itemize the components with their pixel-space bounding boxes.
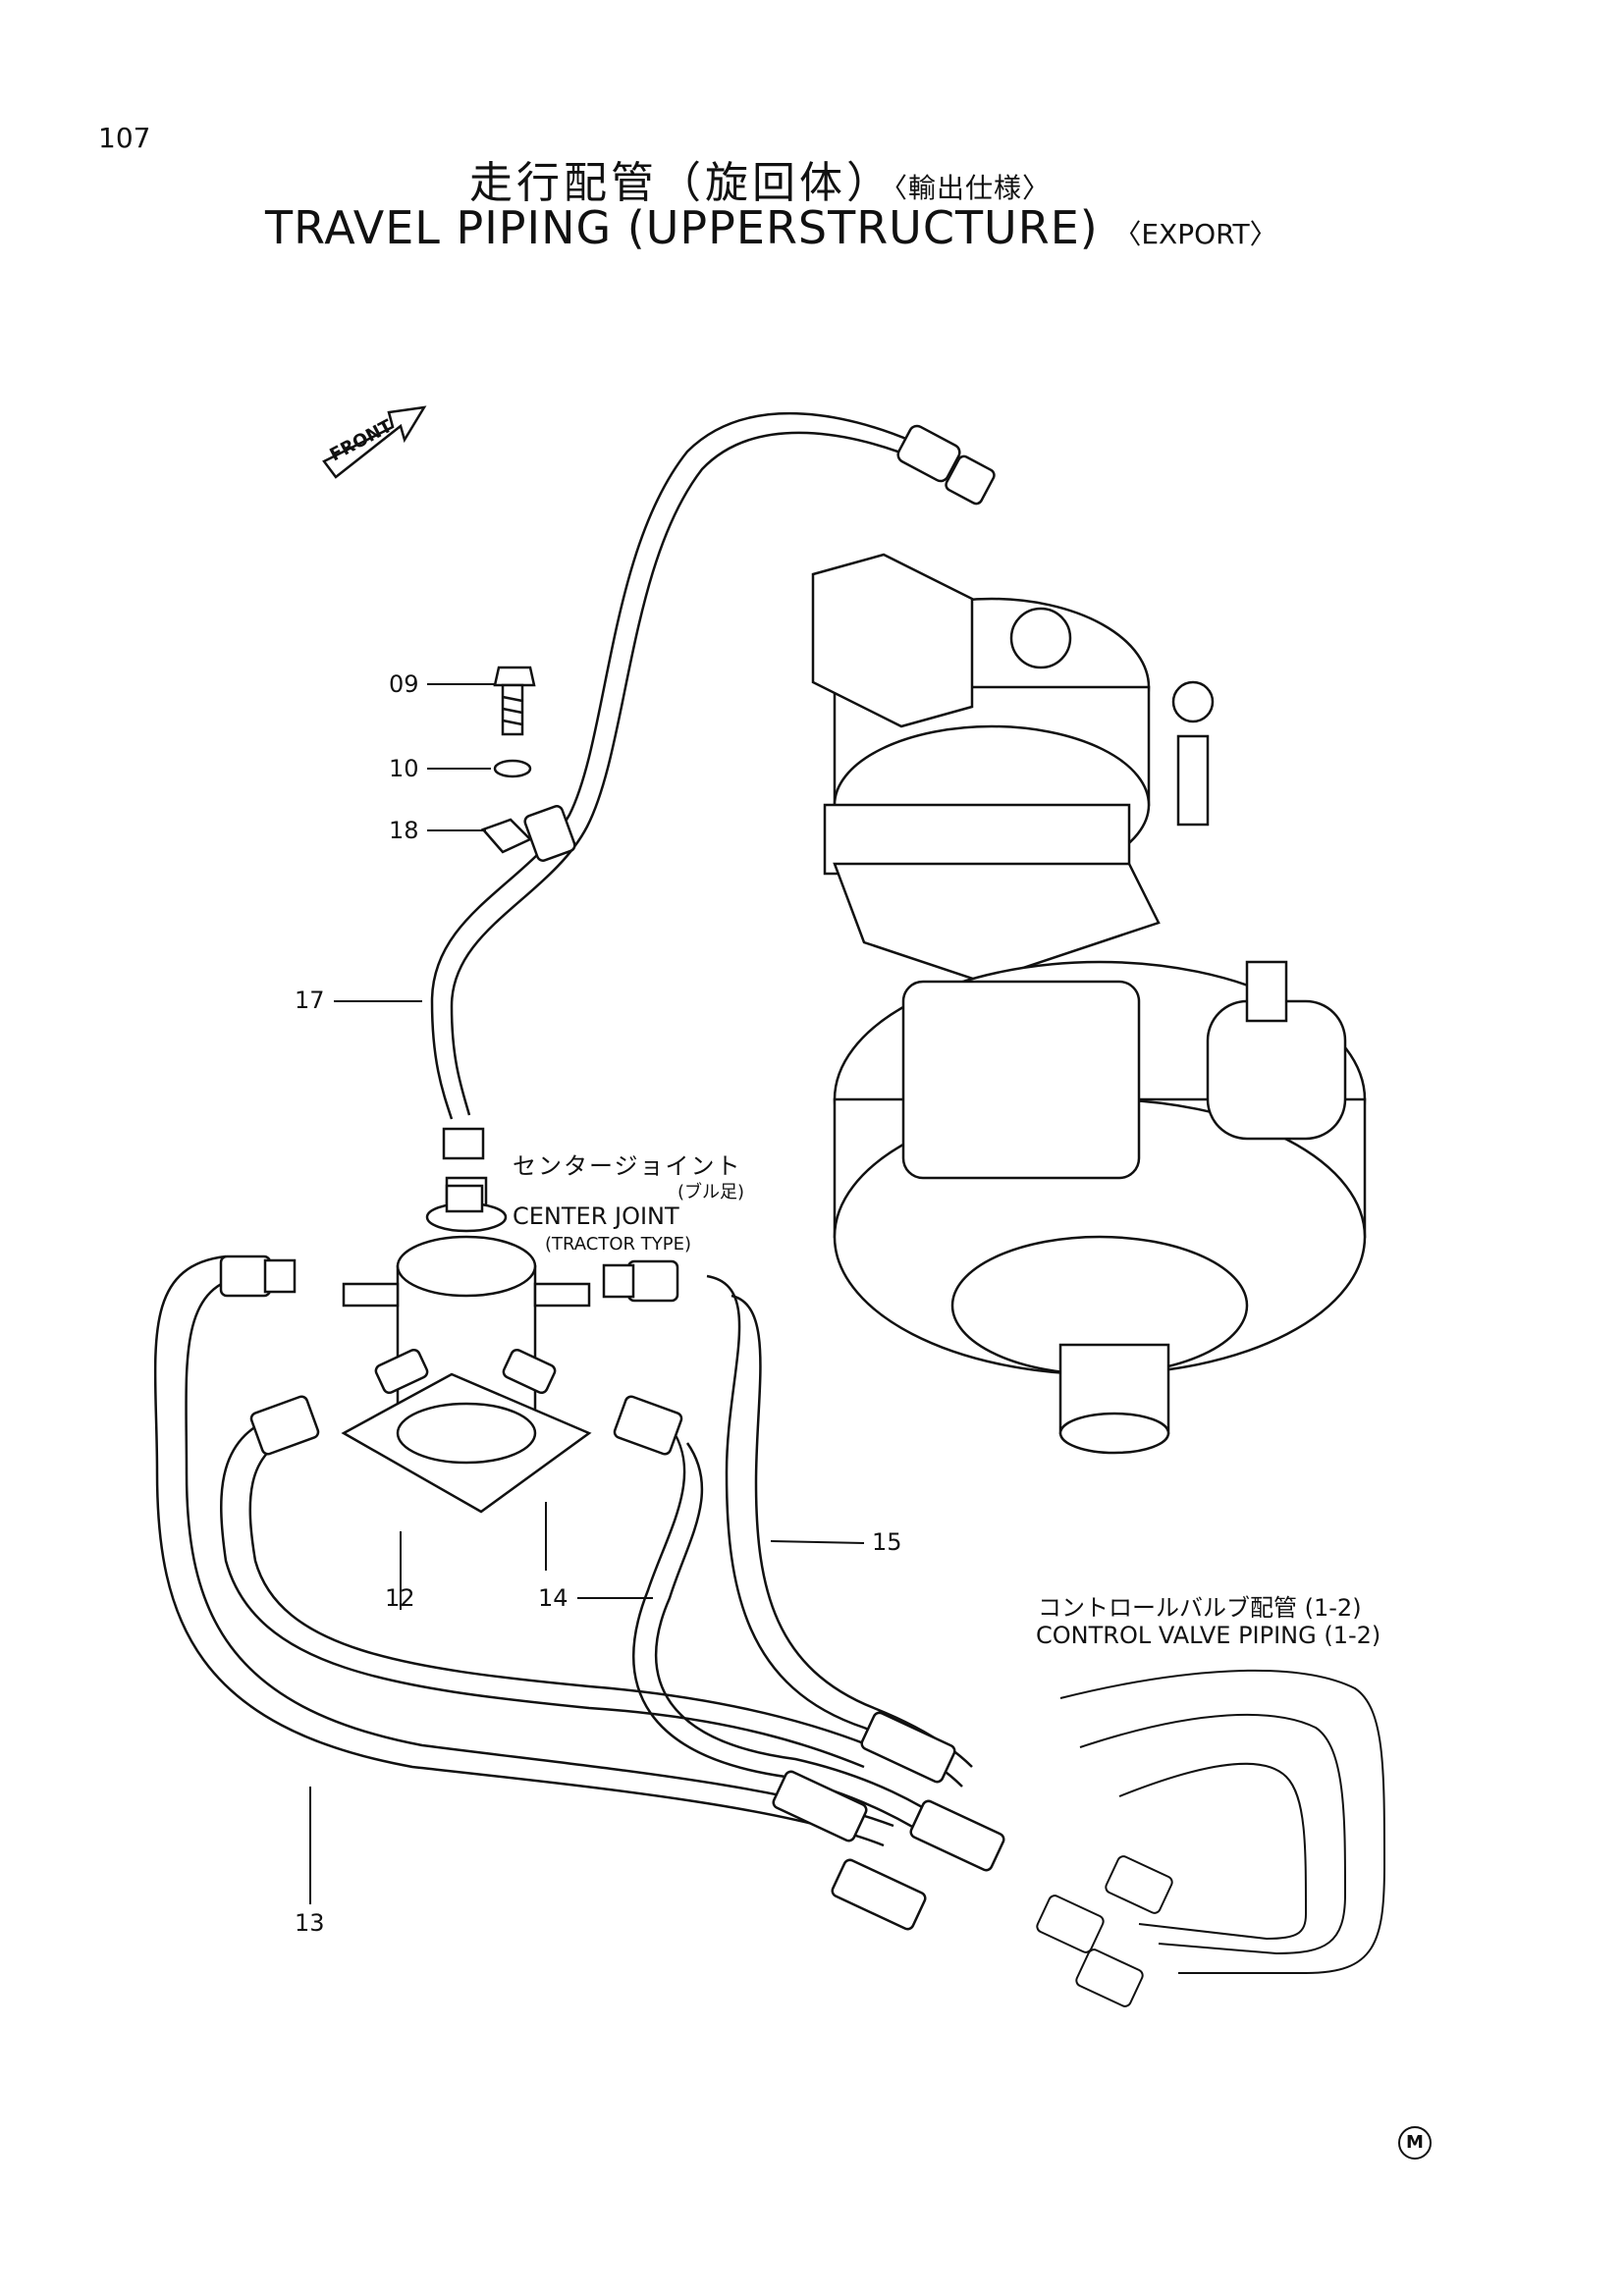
- hose-14: [632, 1422, 953, 1847]
- page-title-english: TRAVEL PIPING (UPPERSTRUCTURE) 〈EXPORT〉: [265, 201, 1277, 254]
- fitting-left-top: [219, 1255, 297, 1298]
- control-valve-label-en: CONTROL VALVE PIPING (1-2): [1036, 1622, 1381, 1649]
- center-joint-label-en: CENTER JOINT: [513, 1202, 679, 1230]
- control-valve-piping: [1036, 1669, 1386, 2007]
- center-joint-label-jp-sub: (ブル足): [677, 1182, 745, 1202]
- title-english-suffix: 〈EXPORT〉: [1113, 218, 1277, 250]
- bolt-09: [493, 666, 536, 736]
- fitting-left-lower: [249, 1395, 320, 1456]
- callout-09: 09: [389, 670, 419, 698]
- center-joint-label-en-sub: (TRACTOR TYPE): [545, 1234, 691, 1255]
- callout-10: 10: [389, 755, 419, 782]
- callout-18: 18: [389, 817, 419, 844]
- fitting-right-lower: [613, 1395, 683, 1456]
- front-arrow-icon: FRONT: [322, 405, 427, 479]
- control-valve-label-jp: コントロールバルブ配管 (1-2): [1038, 1594, 1362, 1622]
- title-japanese-text: 走行配管（旋回体）: [469, 158, 893, 208]
- center-joint-top-fitting: [442, 1127, 485, 1213]
- callout-17: 17: [295, 987, 325, 1014]
- corner-mark: M: [1398, 2126, 1432, 2160]
- fitting-right-top: [602, 1259, 679, 1303]
- callout-15: 15: [872, 1528, 902, 1556]
- clamp-18: [480, 805, 576, 862]
- washer-10: [493, 759, 532, 778]
- hose-13: [153, 1255, 894, 1847]
- page-number: 107: [98, 122, 151, 154]
- callout-13: 13: [295, 1909, 325, 1937]
- hose-end-fittings: [772, 1711, 1005, 1931]
- leader-lines: [309, 683, 865, 1904]
- swing-motor: [811, 553, 1367, 1455]
- callout-12: 12: [385, 1584, 415, 1612]
- title-english-text: TRAVEL PIPING (UPPERSTRUCTURE): [265, 201, 1099, 254]
- center-joint-label-jp: センタージョイント: [513, 1152, 742, 1180]
- title-japanese-suffix: 〈輸出仕様〉: [893, 172, 1052, 204]
- hose-fitting-top: [896, 424, 996, 506]
- hose-17: [430, 411, 924, 1120]
- hose-12: [220, 1412, 875, 1769]
- callout-14: 14: [538, 1584, 568, 1612]
- page-title-japanese: 走行配管（旋回体）〈輸出仕様〉: [469, 147, 1051, 210]
